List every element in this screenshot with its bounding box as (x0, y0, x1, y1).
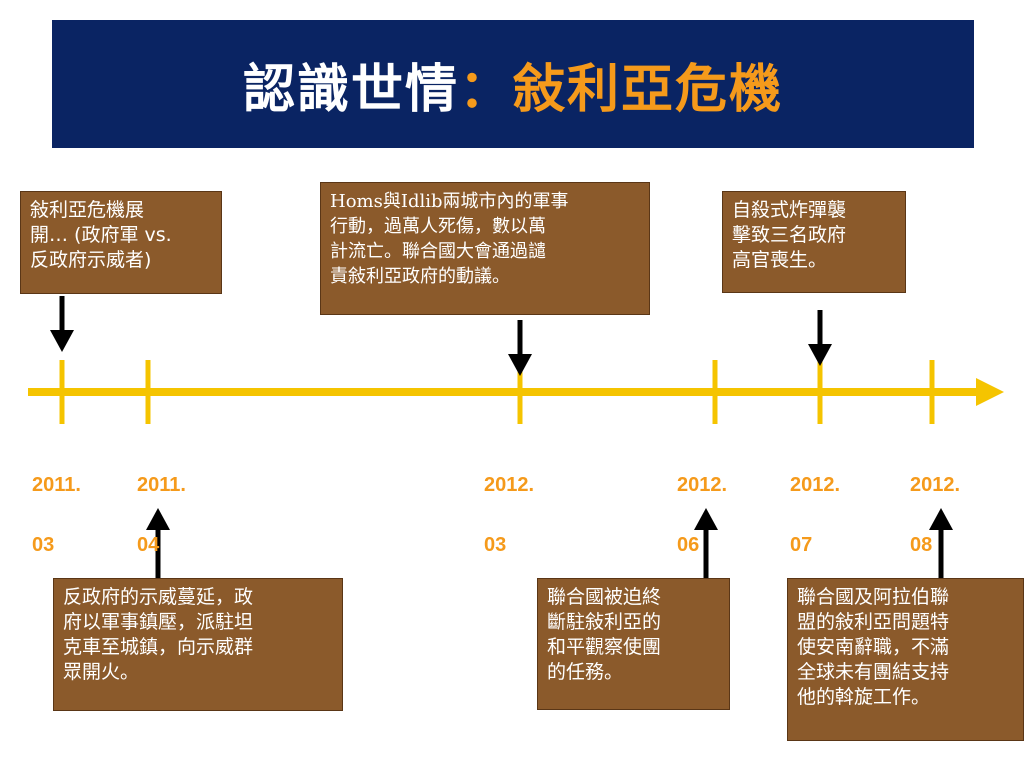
title-banner: 認識世情：敍利亞危機 (52, 20, 974, 148)
event-line: 使安南辭職，不滿 (797, 636, 950, 658)
date-label-2011-03: 2011. 03 (32, 440, 81, 590)
event-line: 敍利亞危機展 (30, 199, 145, 221)
date-year: 2012. (790, 474, 841, 496)
event-line: 責敍利亞政府的動議。 (330, 266, 510, 287)
event-line: 他的斡旋工作。 (797, 686, 931, 708)
timeline-arrowhead-icon (976, 378, 1004, 406)
event-line: 高官喪生。 (732, 249, 828, 271)
date-year: 2011. (137, 474, 186, 496)
down-arrow-icon (50, 296, 74, 352)
title-highlight: 敍利亞危機 (513, 58, 784, 120)
event-box-2011-03: 敍利亞危機展 開… (政府軍 vs. 反政府示威者) (20, 191, 222, 294)
event-line: 全球未有團結支持 (797, 661, 950, 683)
event-line: 計流亡。聯合國大會通過譴 (330, 241, 546, 262)
event-box-2011-04: 反政府的示威蔓延，政 府以軍事鎮壓，派駐坦 克車至城鎮，向示威群 眾開火。 (53, 578, 343, 711)
date-month: 03 (32, 534, 55, 556)
date-month: 04 (137, 534, 160, 556)
event-line: 眾開火。 (63, 661, 140, 683)
event-box-2012-07: 自殺式炸彈襲 擊致三名政府 高官喪生。 (722, 191, 906, 293)
page-title: 認識世情：敍利亞危機 (243, 47, 783, 122)
date-year: 2012. (484, 474, 535, 496)
event-line: 的任務。 (547, 661, 624, 683)
date-year: 2012. (677, 474, 728, 496)
title-main: 認識世情 (242, 58, 459, 120)
date-month: 03 (484, 534, 507, 556)
event-line: 反政府示威者) (30, 249, 152, 271)
date-month: 08 (910, 534, 933, 556)
date-year: 2012. (910, 474, 961, 496)
date-label-2012-06: 2012. 06 (677, 440, 727, 590)
event-line: 行動，過萬人死傷，數以萬 (330, 216, 546, 237)
event-line: 反政府的示威蔓延，政 (63, 586, 254, 608)
event-line: Homs與Idlib兩城市內的軍事 (330, 191, 569, 212)
event-line: 克車至城鎮，向示威群 (63, 636, 254, 658)
date-month: 06 (677, 534, 700, 556)
date-label-2011-04: 2011. 04 (137, 440, 186, 590)
event-box-2012-03: Homs與Idlib兩城市內的軍事 行動，過萬人死傷，數以萬 計流亡。聯合國大會… (320, 182, 650, 315)
date-month: 07 (790, 534, 813, 556)
down-arrow-icon (808, 310, 832, 366)
up-arrow-icon (694, 508, 718, 578)
title-colon: ： (458, 58, 513, 120)
event-line: 聯合國及阿拉伯聯 (797, 586, 950, 608)
event-line: 斷駐敍利亞的 (547, 611, 662, 633)
date-year: 2011. (32, 474, 81, 496)
down-arrow-icon (508, 320, 532, 376)
event-line: 自殺式炸彈襲 (732, 199, 847, 221)
event-line: 府以軍事鎮壓，派駐坦 (63, 611, 254, 633)
up-arrow-icon (929, 508, 953, 578)
event-line: 和平觀察使團 (547, 636, 662, 658)
event-box-2012-08: 聯合國及阿拉伯聯 盟的敍利亞問題特 使安南辭職，不滿 全球未有團結支持 他的斡旋… (787, 578, 1024, 741)
event-line: 開… (政府軍 vs. (30, 224, 172, 246)
event-line: 盟的敍利亞問題特 (797, 611, 950, 633)
event-line: 擊致三名政府 (732, 224, 847, 246)
event-line: 聯合國被迫終 (547, 586, 662, 608)
date-label-2012-08: 2012. 08 (910, 440, 960, 590)
up-arrow-icon (146, 508, 170, 578)
date-label-2012-03: 2012. 03 (484, 440, 534, 590)
date-label-2012-07: 2012. 07 (790, 440, 840, 590)
event-box-2012-06: 聯合國被迫終 斷駐敍利亞的 和平觀察使團 的任務。 (537, 578, 730, 710)
